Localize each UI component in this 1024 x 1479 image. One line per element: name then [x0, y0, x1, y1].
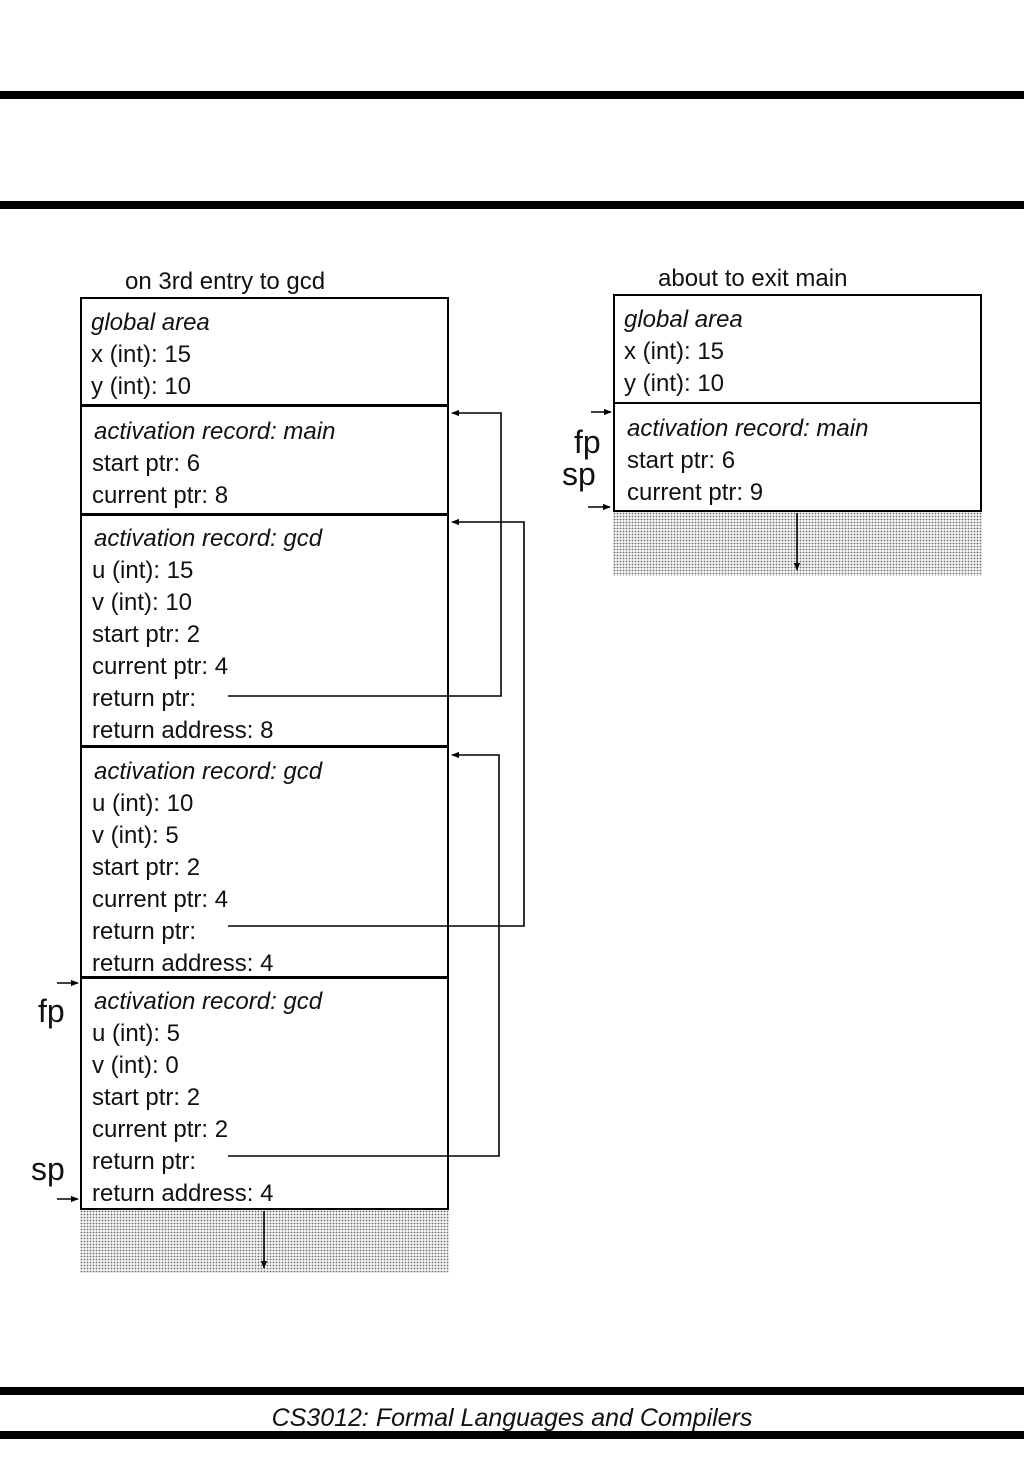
- left-global-y: y (int): 10: [91, 373, 192, 400]
- gcd2-start-ptr: start ptr: 2: [92, 854, 201, 881]
- right-global-title: global area: [624, 306, 743, 333]
- gcd2-return-link-arrow: [228, 518, 525, 927]
- right-global-y: y (int): 10: [624, 370, 725, 397]
- right-main-start-ptr: start ptr: 6: [627, 447, 736, 474]
- header-rule-bottom: [0, 201, 1024, 209]
- left-main-start-ptr: start ptr: 6: [92, 450, 201, 477]
- gcd2-u: u (int): 10: [92, 790, 194, 817]
- left-main-current-ptr: current ptr: 8: [92, 482, 229, 509]
- left-global-x: x (int): 15: [91, 341, 192, 368]
- gcd1-u: u (int): 15: [92, 557, 194, 584]
- right-fp-label: fp: [574, 424, 601, 460]
- footer-rule-bottom: [0, 1431, 1024, 1439]
- right-global-area: global area x (int): 15 y (int): 10: [613, 294, 982, 404]
- left-fp-label: fp: [38, 993, 65, 1029]
- right-global-x: x (int): 15: [624, 338, 725, 365]
- gcd2-title: activation record: gcd: [94, 758, 323, 785]
- right-sp-label: sp: [562, 456, 596, 492]
- gcd1-title: activation record: gcd: [94, 525, 323, 552]
- gcd3-return-address: return address: 4: [92, 1180, 274, 1207]
- gcd3-title: activation record: gcd: [94, 988, 323, 1015]
- right-stack-caption: about to exit main: [658, 265, 848, 292]
- gcd2-v: v (int): 5: [92, 822, 179, 849]
- gcd1-v: v (int): 10: [92, 589, 193, 616]
- gcd2-return-ptr: return ptr:: [92, 918, 197, 945]
- left-main-title: activation record: main: [94, 418, 336, 445]
- left-sp-label: sp: [31, 1151, 65, 1187]
- left-ar-gcd-2: activation record: gcd u (int): 10 v (in…: [80, 746, 449, 978]
- gcd3-return-link-arrow: [228, 751, 500, 1157]
- gcd1-start-ptr: start ptr: 2: [92, 621, 201, 648]
- right-ar-main: activation record: main start ptr: 6 cur…: [613, 402, 982, 512]
- gcd3-current-ptr: current ptr: 2: [92, 1116, 229, 1143]
- gcd1-current-ptr: current ptr: 4: [92, 653, 229, 680]
- gcd3-start-ptr: start ptr: 2: [92, 1084, 201, 1111]
- right-main-current-ptr: current ptr: 9: [627, 479, 764, 506]
- right-main-title: activation record: main: [627, 415, 869, 442]
- footer-rule-top: [0, 1387, 1024, 1395]
- gcd3-v: v (int): 0: [92, 1052, 179, 1079]
- gcd1-return-address: return address: 8: [92, 717, 274, 744]
- gcd3-return-ptr: return ptr:: [92, 1148, 197, 1175]
- header-rule-top: [0, 91, 1024, 99]
- gcd3-u: u (int): 5: [92, 1020, 181, 1047]
- gcd1-return-ptr: return ptr:: [92, 685, 197, 712]
- left-global-title: global area: [91, 309, 210, 336]
- gcd2-current-ptr: current ptr: 4: [92, 886, 229, 913]
- left-stack-caption: on 3rd entry to gcd: [125, 268, 326, 295]
- left-ar-gcd-3: activation record: gcd u (int): 5 v (int…: [80, 977, 449, 1210]
- gcd2-return-address: return address: 4: [92, 950, 274, 977]
- footer-course-title: CS3012: Formal Languages and Compilers: [271, 1404, 753, 1432]
- gcd1-return-link-arrow: [228, 409, 502, 697]
